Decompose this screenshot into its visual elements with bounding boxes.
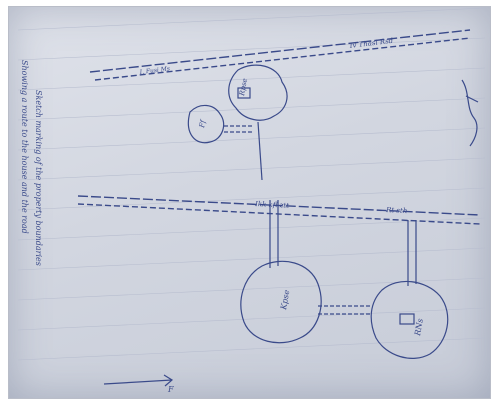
- left-plot: [240, 200, 372, 344]
- small-plot-tree-label: Ff: [198, 118, 208, 129]
- top-road-small-label: I. Fusi Ms: [138, 65, 170, 76]
- north-arrow: [103, 374, 174, 387]
- mid-road-left-label: Ikk kfl ztt: [254, 200, 289, 210]
- margin-note-2: Showing a route to the house and the roa…: [20, 60, 29, 234]
- arrow-label: F: [167, 385, 174, 394]
- scribble-mark: [461, 79, 479, 147]
- right-plot: [370, 220, 449, 359]
- small-plot: [187, 64, 288, 181]
- small-plot-house-label: Rpse: [238, 78, 249, 98]
- margin-note-1: Sketch marking of the property boundarie…: [34, 90, 43, 266]
- top-road: [89, 29, 471, 81]
- mid-road-right-label: Rt sth: [385, 206, 408, 215]
- right-plot-house-label: RNs: [413, 318, 425, 337]
- left-plot-house-label: Kpse: [279, 289, 292, 311]
- top-road-label: Iv Thasi Rsd: [348, 37, 394, 50]
- middle-road: [77, 195, 481, 225]
- ruled-lines: [17, 7, 486, 361]
